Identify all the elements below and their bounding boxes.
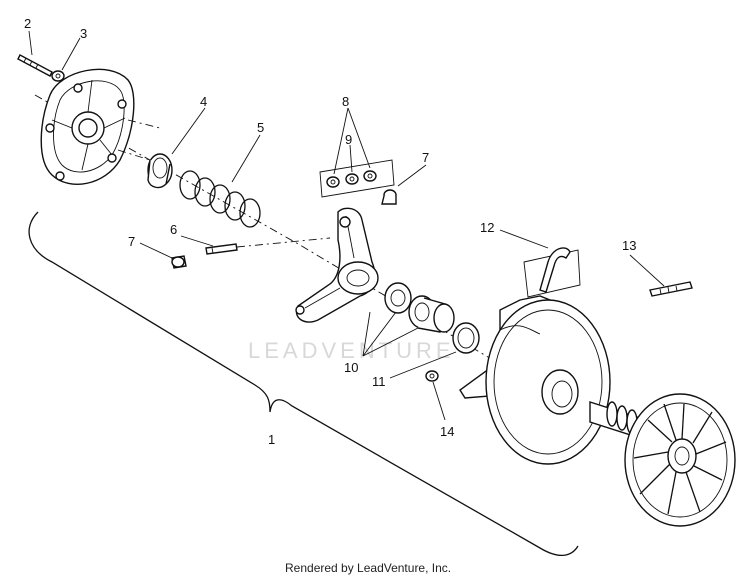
- callout-3: 3: [80, 26, 87, 41]
- assembly-brace: [28, 211, 579, 556]
- part-6-pin: [205, 243, 238, 255]
- watermark-text: LEADVENTURE: [248, 338, 455, 363]
- callout-4: 4: [200, 94, 207, 109]
- callout-10: 10: [344, 360, 358, 375]
- cover-plate: [40, 68, 135, 185]
- center-line-segment: [236, 237, 331, 248]
- callout-7-left: 7: [128, 234, 135, 249]
- part-5-spring: [179, 170, 261, 228]
- part-3-nut: [51, 70, 65, 82]
- fixed-sheave-wheel: [624, 393, 736, 527]
- center-line-segment: [117, 149, 151, 161]
- callout-6: 6: [170, 222, 177, 237]
- spider-arm: [295, 207, 379, 323]
- callout-8: 8: [342, 94, 349, 109]
- part-12-clip-group: [523, 247, 581, 298]
- part-7-screw-left: [171, 255, 187, 269]
- part-14-nut: [425, 370, 439, 382]
- moveable-sheave: [459, 295, 611, 465]
- callout-11: 11: [372, 374, 386, 389]
- parts-8-9-group-box: [319, 159, 395, 198]
- center-line-segment: [127, 119, 161, 129]
- part-7-screw-right: [381, 189, 397, 205]
- part-13-bolt: [649, 281, 693, 297]
- callout-12: 12: [480, 220, 494, 235]
- part-11-ring: [452, 322, 480, 354]
- callout-2: 2: [24, 16, 31, 31]
- callout-14: 14: [440, 424, 454, 439]
- part-4-bushing: [147, 153, 173, 189]
- credit-text: Rendered by LeadVenture, Inc.: [285, 561, 451, 575]
- part-10-bushing-a: [384, 282, 412, 314]
- leader-lines: [28, 30, 665, 421]
- part-2-bolt: [17, 54, 53, 77]
- callout-13: 13: [622, 238, 636, 253]
- callout-5: 5: [257, 120, 264, 135]
- callout-9: 9: [345, 132, 352, 147]
- part-10-bushing-b: [408, 295, 455, 333]
- callout-7-right: 7: [422, 150, 429, 165]
- callout-1: 1: [268, 432, 275, 447]
